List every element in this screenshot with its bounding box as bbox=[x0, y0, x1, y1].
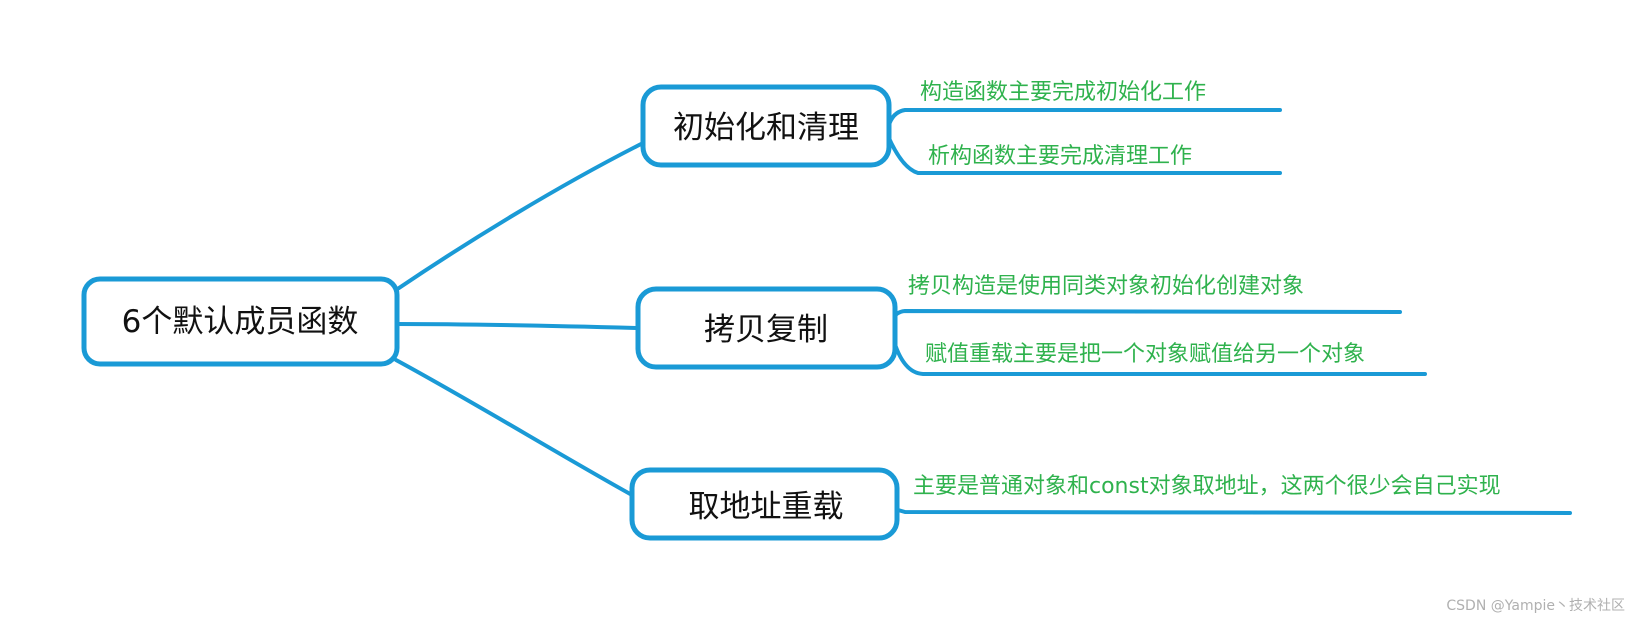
note-constructor: 构造函数主要完成初始化工作 bbox=[920, 80, 1206, 105]
branch-address-box bbox=[629, 467, 900, 541]
branch-init-cleanup: 初始化和清理 构造函数主要完成初始化工作 析构函数主要完成清理工作 bbox=[640, 80, 1206, 169]
branch-copy: 拷贝复制 拷贝构造是使用同类对象初始化创建对象 赋值重载主要是把一个对象赋值给另… bbox=[635, 274, 1365, 370]
root-node-label: 6个默认成员函数 bbox=[122, 304, 359, 340]
branch-init-cleanup-label: 初始化和清理 bbox=[673, 110, 859, 146]
root-node-box bbox=[81, 276, 400, 367]
branch-address-label: 取地址重载 bbox=[689, 489, 844, 525]
note-address: 主要是普通对象和const对象取地址，这两个很少会自己实现 bbox=[913, 474, 1501, 499]
connector-root-to-init-cleanup bbox=[394, 141, 645, 292]
branch-copy-label: 拷贝复制 bbox=[704, 312, 828, 348]
branch-address: 取地址重载 主要是普通对象和const对象取地址，这两个很少会自己实现 bbox=[629, 467, 1501, 541]
note-destructor: 析构函数主要完成清理工作 bbox=[928, 144, 1192, 169]
note-assignment: 赋值重载主要是把一个对象赋值给另一个对象 bbox=[925, 342, 1365, 367]
branch-copy-box bbox=[635, 286, 898, 370]
note-line-address bbox=[896, 508, 1572, 515]
note-line-constructor bbox=[886, 108, 1282, 130]
watermark-text: CSDN @Yampie丶技术社区 bbox=[1446, 598, 1625, 614]
note-line-copy-constructor bbox=[891, 309, 1402, 322]
connector-root-to-copy bbox=[394, 322, 640, 330]
note-copy-constructor: 拷贝构造是使用同类对象初始化创建对象 bbox=[908, 274, 1304, 299]
branch-init-cleanup-box bbox=[640, 84, 892, 168]
connector-root-to-address bbox=[394, 358, 634, 497]
root-node: 6个默认成员函数 bbox=[81, 276, 400, 367]
